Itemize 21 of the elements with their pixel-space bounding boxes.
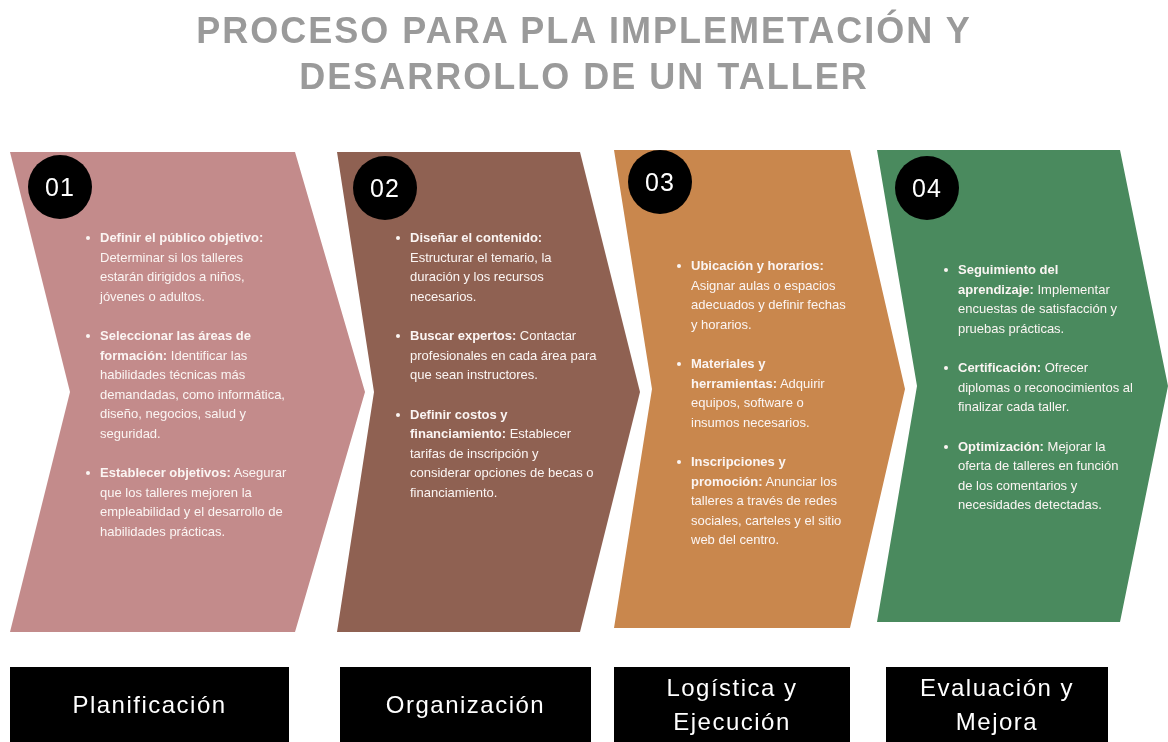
bullet-text: Materiales y herramientas: Adquirir equipos, software o insumos necesarios. bbox=[675, 354, 853, 432]
bullet-text: Inscripciones y promoción: Anunciar los talleres a través de redes sociales, carteles y el sitio web del centro. bbox=[675, 452, 853, 550]
phase-label: Planificación bbox=[10, 667, 289, 742]
chevron-step bbox=[10, 152, 365, 632]
bullet-text: Definir el público objetivo: Determinar si los talleres estarán dirigidos a niños, jóvenes o adultos. bbox=[84, 228, 287, 306]
bullet-text: Diseñar el contenido: Estructurar el temario, la duración y los recursos necesarios. bbox=[394, 228, 598, 306]
chevron-step bbox=[877, 150, 1168, 622]
bullet-text: Optimización: Mejorar la oferta de talleres en función de los comentarios y necesidades detectadas. bbox=[942, 436, 1135, 515]
chevron-step bbox=[614, 150, 905, 628]
chevron-step bbox=[337, 152, 640, 632]
title: PROCESO PARA PLA IMPLEMETACIÓN Y DESARROLLO DE UN TALLER bbox=[195, 8, 973, 99]
bullet-text: Buscar expertos: Contactar profesionales en cada área para que sean instructores. bbox=[394, 326, 598, 385]
bullet-text: Seguimiento del aprendizaje: Implementar encuestas de satisfacción y pruebas prácticas. bbox=[942, 260, 1135, 338]
bullet-text: Definir costos y financiamiento: Establecer tarifas de inscripción y considerar opciones de becas o financiamiento. bbox=[394, 404, 598, 502]
phase-label: Evaluación y Mejora bbox=[886, 667, 1108, 742]
phase-label: Logística y Ejecución bbox=[614, 667, 850, 742]
bullet-text: Establecer objetivos: Asegurar que los talleres mejoren la empleabilidad y el desarrollo de habilidades prácticas. bbox=[84, 463, 287, 541]
bullet-text: Certificación: Ofrecer diplomas o reconocimientos al finalizar cada taller. bbox=[942, 358, 1135, 417]
bullet-text: Seleccionar las áreas de formación: Identificar las habilidades técnicas más demandadas, como informática, diseño, negocios, salud y seguridad. bbox=[84, 326, 287, 443]
bullet-text: Ubicación y horarios: Asignar aulas o espacios adecuados y definir fechas y horarios. bbox=[675, 256, 853, 334]
phase-label: Organización bbox=[340, 667, 591, 742]
